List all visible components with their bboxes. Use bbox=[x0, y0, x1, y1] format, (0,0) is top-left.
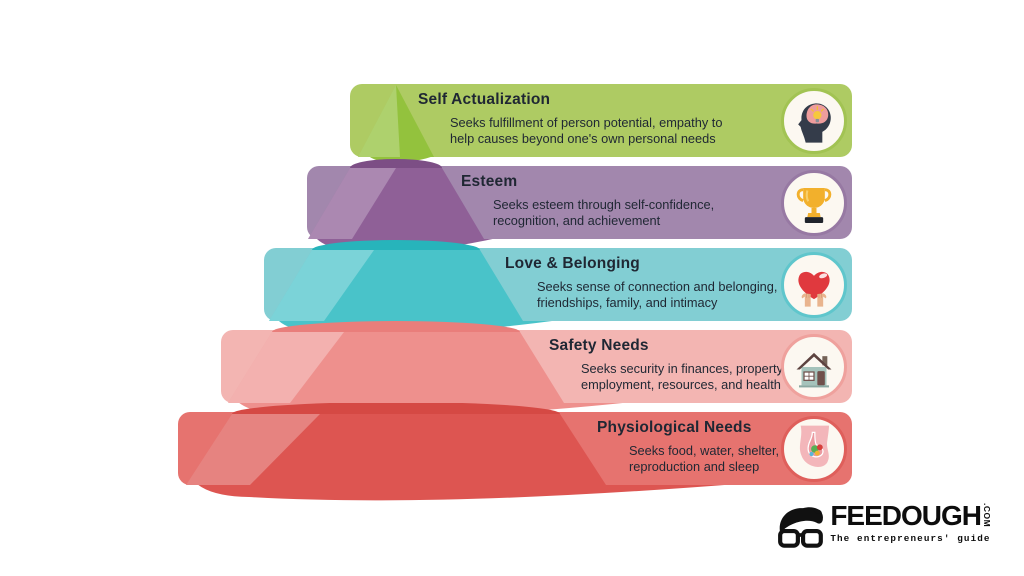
logo-tld: .COM bbox=[982, 503, 992, 528]
trophy-icon bbox=[781, 169, 847, 236]
level-bar-love-belonging: Love & Belonging Seeks sense of connecti… bbox=[264, 248, 852, 321]
level-bar-esteem: Esteem Seeks esteem through self-confide… bbox=[307, 166, 852, 239]
stomach-food-icon bbox=[781, 415, 847, 482]
level-title: Esteem bbox=[461, 173, 518, 190]
level-bar-safety: Safety Needs Seeks security in finances,… bbox=[221, 330, 852, 403]
feedough-logo: FEEDOUGH .COM The entrepreneurs' guide bbox=[776, 502, 992, 554]
level-title: Physiological Needs bbox=[597, 419, 752, 436]
heart-in-hands-icon bbox=[781, 251, 847, 318]
level-text: Safety Needs Seeks security in finances,… bbox=[549, 337, 786, 392]
level-description: Seeks esteem through self-confidence, re… bbox=[493, 197, 715, 228]
level-title: Self Actualization bbox=[418, 91, 551, 108]
level-text: Esteem Seeks esteem through self-confide… bbox=[461, 173, 714, 228]
level-description: Seeks fulfillment of person potential, e… bbox=[450, 115, 723, 146]
house-icon bbox=[781, 333, 847, 400]
level-text: Physiological Needs Seeks food, water, s… bbox=[597, 419, 779, 474]
brain-idea-icon bbox=[781, 87, 847, 154]
glasses-face-icon bbox=[778, 507, 824, 548]
level-text: Self Actualization Seeks fulfillment of … bbox=[418, 91, 722, 146]
level-description: Seeks food, water, shelter, reproduction… bbox=[629, 443, 780, 474]
logo-text-block: FEEDOUGH .COM The entrepreneurs' guide bbox=[830, 500, 992, 545]
logo-brand: FEEDOUGH bbox=[830, 500, 982, 531]
level-bar-physiological: Physiological Needs Seeks food, water, s… bbox=[178, 412, 852, 485]
level-description: Seeks security in finances, property, em… bbox=[581, 361, 786, 392]
level-title: Love & Belonging bbox=[505, 255, 640, 272]
level-description: Seeks sense of connection and belonging,… bbox=[537, 279, 778, 310]
level-title: Safety Needs bbox=[549, 337, 649, 354]
logo-tagline: The entrepreneurs' guide bbox=[830, 533, 991, 544]
level-text: Love & Belonging Seeks sense of connecti… bbox=[505, 255, 777, 310]
level-bar-self-actualization: Self Actualization Seeks fulfillment of … bbox=[350, 84, 852, 157]
